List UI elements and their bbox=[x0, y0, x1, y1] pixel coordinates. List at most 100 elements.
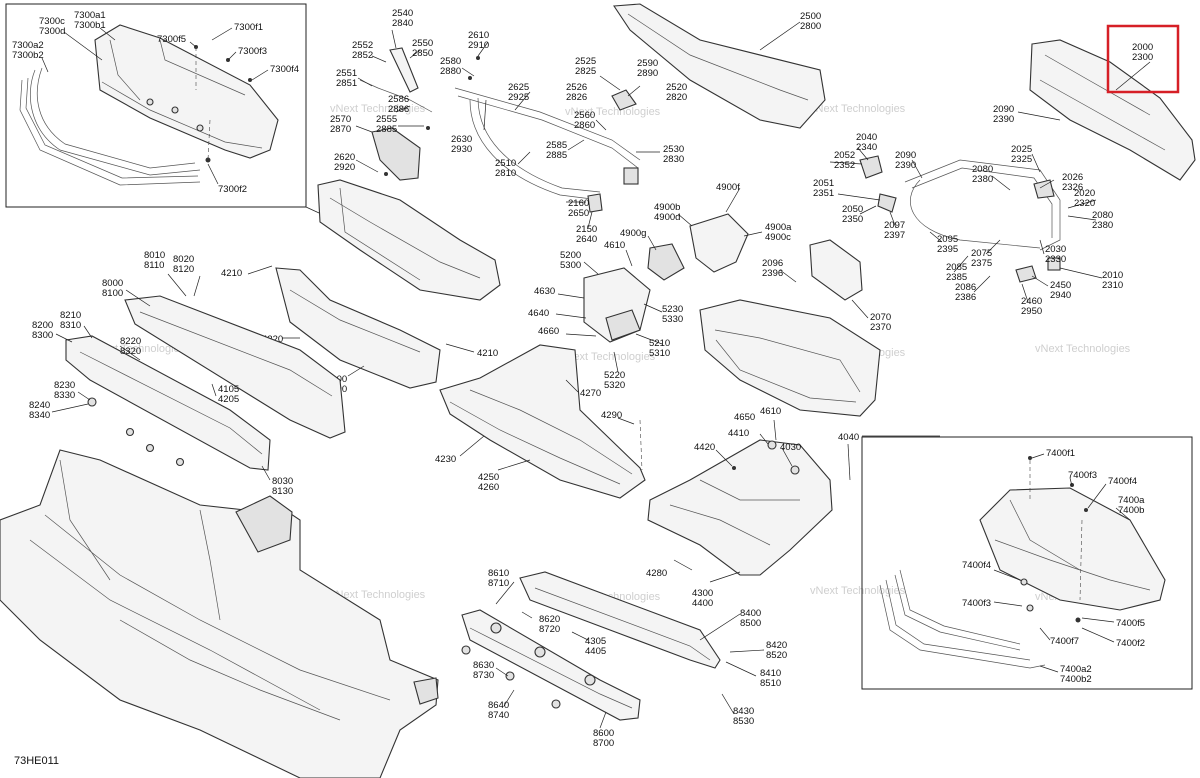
callout-2086: 2086 bbox=[955, 282, 976, 293]
callout-4405: 4405 bbox=[585, 646, 606, 657]
callout-4040: 4040 bbox=[838, 432, 859, 443]
callout-2886: 2886 bbox=[388, 104, 409, 115]
callout-2052: 2052 bbox=[834, 150, 855, 161]
callout-4250: 4250 bbox=[478, 472, 499, 483]
callout-2090a: 2090 bbox=[993, 104, 1014, 115]
callout-2650: 2650 bbox=[568, 208, 589, 219]
callout-4280: 4280 bbox=[646, 568, 667, 579]
callout-2370: 2370 bbox=[870, 322, 891, 333]
callout-8240: 8240 bbox=[29, 400, 50, 411]
svg-text:vNext Technologies: vNext Technologies bbox=[810, 103, 906, 115]
callout-7300f1: 7300f1 bbox=[234, 22, 263, 33]
callout-2826: 2826 bbox=[566, 92, 587, 103]
callout-2560: 2560 bbox=[574, 110, 595, 121]
callout-2025: 2025 bbox=[1011, 144, 1032, 155]
callout-2510: 2510 bbox=[495, 158, 516, 169]
callout-5300: 5300 bbox=[560, 260, 581, 271]
svg-text:vNext Technologies: vNext Technologies bbox=[330, 103, 426, 115]
callout-4420: 4420 bbox=[694, 442, 715, 453]
callout-2080a: 2080 bbox=[972, 164, 993, 175]
callout-5220: 5220 bbox=[604, 370, 625, 381]
callout-2925: 2925 bbox=[508, 92, 529, 103]
callout-2010: 2010 bbox=[1102, 270, 1123, 281]
callout-8010: 8010 bbox=[144, 250, 165, 261]
callout-2380b: 2380 bbox=[1092, 220, 1113, 231]
left-sill-bar: 8000 8100 8010 8110 8020 8120 8210 8310 … bbox=[29, 250, 346, 497]
callout-2075: 2075 bbox=[971, 248, 992, 259]
callout-2885b: 2885 bbox=[546, 150, 567, 161]
callout-8100: 8100 bbox=[102, 288, 123, 299]
callout-2625: 2625 bbox=[508, 82, 529, 93]
callout-4660: 4660 bbox=[538, 326, 559, 337]
callout-2940: 2940 bbox=[1050, 290, 1071, 301]
callout-8400: 8400 bbox=[740, 608, 761, 619]
vehicle-tub bbox=[0, 449, 439, 778]
callout-8200: 8200 bbox=[32, 320, 53, 331]
callout-4900b: 4900b bbox=[654, 202, 680, 213]
callout-7300b1: 7300b1 bbox=[74, 20, 106, 31]
callout-4305: 4305 bbox=[585, 636, 606, 647]
callout-2150: 2150 bbox=[576, 224, 597, 235]
callout-4260: 4260 bbox=[478, 482, 499, 493]
callout-2640: 2640 bbox=[576, 234, 597, 245]
callout-2397: 2397 bbox=[884, 230, 905, 241]
callout-2040: 2040 bbox=[856, 132, 877, 143]
callout-8720: 8720 bbox=[539, 624, 560, 635]
svg-text:vNext Technologies: vNext Technologies bbox=[560, 351, 656, 363]
callout-2026: 2026 bbox=[1062, 172, 1083, 183]
callout-4610b: 4610 bbox=[760, 406, 781, 417]
callout-7400f4b: 7400f4 bbox=[962, 560, 991, 571]
center-right-floor: 4650 4610 4410 4030 4420 4040 4280 4300 … bbox=[646, 406, 859, 609]
callout-8430: 8430 bbox=[733, 706, 754, 717]
callout-4900c: 4900c bbox=[765, 232, 791, 243]
callout-4205: 4205 bbox=[218, 394, 239, 405]
callout-8320: 8320 bbox=[120, 346, 141, 357]
callout-4610a: 4610 bbox=[604, 240, 625, 251]
callout-2820: 2820 bbox=[666, 92, 687, 103]
callout-2852: 2852 bbox=[352, 50, 373, 61]
callout-8530: 8530 bbox=[733, 716, 754, 727]
callout-4900d: 4900d bbox=[654, 212, 680, 223]
panel-2500: 2500 2800 bbox=[613, 3, 826, 129]
callout-8220: 8220 bbox=[120, 336, 141, 347]
callout-4210b: 4210 bbox=[477, 348, 498, 359]
callout-8300: 8300 bbox=[32, 330, 53, 341]
svg-text:vNext Technologies: vNext Technologies bbox=[810, 585, 906, 597]
callout-7300a2: 7300a2 bbox=[12, 40, 44, 51]
right-door-assembly: 2000 2300 2090 2390 2040 2340 2052 2352 … bbox=[762, 24, 1196, 333]
callout-2390b: 2390 bbox=[895, 160, 916, 171]
callout-2460: 2460 bbox=[1021, 296, 1042, 307]
callout-2095: 2095 bbox=[937, 234, 958, 245]
callout-8520: 8520 bbox=[766, 650, 787, 661]
callout-2085: 2085 bbox=[946, 262, 967, 273]
callout-8710: 8710 bbox=[488, 578, 509, 589]
callout-8330: 8330 bbox=[54, 390, 75, 401]
callout-2552: 2552 bbox=[352, 40, 373, 51]
callout-4030: 4030 bbox=[780, 442, 801, 453]
callout-7400a2: 7400a2 bbox=[1060, 664, 1092, 675]
callout-4105: 4105 bbox=[218, 384, 239, 395]
callout-2350: 2350 bbox=[842, 214, 863, 225]
callout-2375: 2375 bbox=[971, 258, 992, 269]
callout-2051: 2051 bbox=[813, 178, 834, 189]
callout-7400f3: 7400f3 bbox=[1068, 470, 1097, 481]
callout-2525: 2525 bbox=[575, 56, 596, 67]
callout-2930: 2930 bbox=[451, 144, 472, 155]
callout-8230: 8230 bbox=[54, 380, 75, 391]
callout-2555: 2555 bbox=[376, 114, 397, 125]
svg-text:vNext Technologies: vNext Technologies bbox=[565, 106, 661, 118]
callout-2070: 2070 bbox=[870, 312, 891, 323]
callout-2096: 2096 bbox=[762, 258, 783, 269]
callout-8110: 8110 bbox=[144, 260, 164, 271]
callout-4400: 4400 bbox=[692, 598, 713, 609]
callout-8130: 8130 bbox=[272, 486, 293, 497]
callout-8000: 8000 bbox=[102, 278, 123, 289]
right-sill-bar: 8610 8710 8620 8720 4305 4405 8400 8500 … bbox=[461, 568, 787, 749]
callout-7400b2: 7400b2 bbox=[1060, 674, 1092, 685]
callout-8620: 8620 bbox=[539, 614, 560, 625]
callout-4900f: 4900f bbox=[716, 182, 740, 193]
callout-7400f1: 7400f1 bbox=[1046, 448, 1075, 459]
callout-2325: 2325 bbox=[1011, 154, 1032, 165]
